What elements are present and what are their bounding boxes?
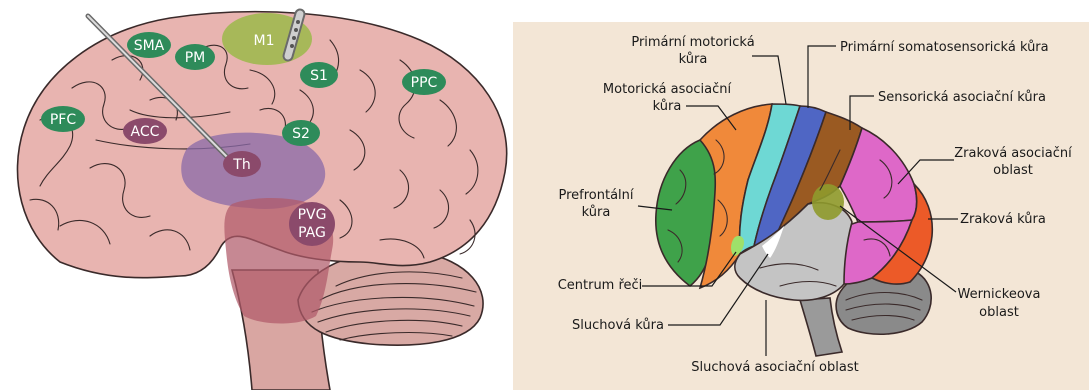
right-brain-panel: Primární motorická kůra Primární somatos… — [513, 22, 1089, 390]
label-prefrontal-line2: kůra — [582, 205, 611, 220]
label-primary-somatosensory-text: Primární somatosensorická kůra — [840, 40, 1049, 55]
label-wernicke-line2: oblast — [979, 305, 1019, 320]
region-tag-pfc-label: PFC — [50, 112, 76, 128]
region-tag-s2-label: S2 — [292, 126, 310, 142]
region-tag-s1-label: S1 — [310, 68, 328, 84]
label-visual-cortex-text: Zraková kůra — [960, 212, 1046, 227]
region-tag-acc: ACC — [123, 118, 167, 144]
label-visual-association-line2: oblast — [993, 163, 1033, 178]
region-tag-pvg-pag: PVG PAG — [289, 202, 335, 246]
region-tag-pm-label: PM — [185, 50, 206, 66]
region-tag-sma-label: SMA — [134, 38, 165, 54]
region-tag-m1: M1 — [254, 33, 275, 49]
label-auditory-association-text: Sluchová asociační oblast — [691, 360, 858, 375]
region-tag-acc-label: ACC — [131, 124, 160, 140]
region-tag-sma: SMA — [127, 32, 171, 58]
region-tag-th-label: Th — [232, 157, 250, 173]
region-tag-th: Th — [223, 151, 261, 177]
label-primary-motor-line2: kůra — [679, 52, 708, 67]
label-speech-center-text: Centrum řeči — [558, 278, 643, 293]
region-tag-s2: S2 — [282, 120, 320, 146]
label-prefrontal-line1: Prefrontální — [558, 188, 633, 203]
region-tag-m1-label: M1 — [254, 33, 275, 49]
region-tag-ppc-label: PPC — [411, 75, 438, 91]
label-primary-motor-line1: Primární motorická — [631, 35, 754, 50]
label-sensory-association-text: Sensorická asociační kůra — [878, 90, 1046, 105]
label-motor-association-line2: kůra — [653, 99, 682, 114]
label-auditory-cortex-text: Sluchová kůra — [572, 318, 664, 333]
label-wernicke-line1: Wernickeova — [958, 287, 1041, 302]
area-wernicke — [812, 184, 844, 220]
label-visual-association-line1: Zraková asociační — [954, 146, 1072, 161]
region-tag-pfc: PFC — [41, 106, 85, 132]
region-tag-pvg-label: PVG — [298, 207, 327, 223]
left-brain-panel: SMA PM M1 S1 PPC PFC ACC S2 — [17, 12, 506, 390]
region-tag-ppc: PPC — [402, 69, 446, 95]
region-tag-s1: S1 — [300, 62, 338, 88]
region-tag-pm: PM — [175, 44, 215, 70]
region-tag-pag-label: PAG — [298, 225, 326, 241]
label-motor-association-line1: Motorická asociační — [603, 82, 732, 97]
